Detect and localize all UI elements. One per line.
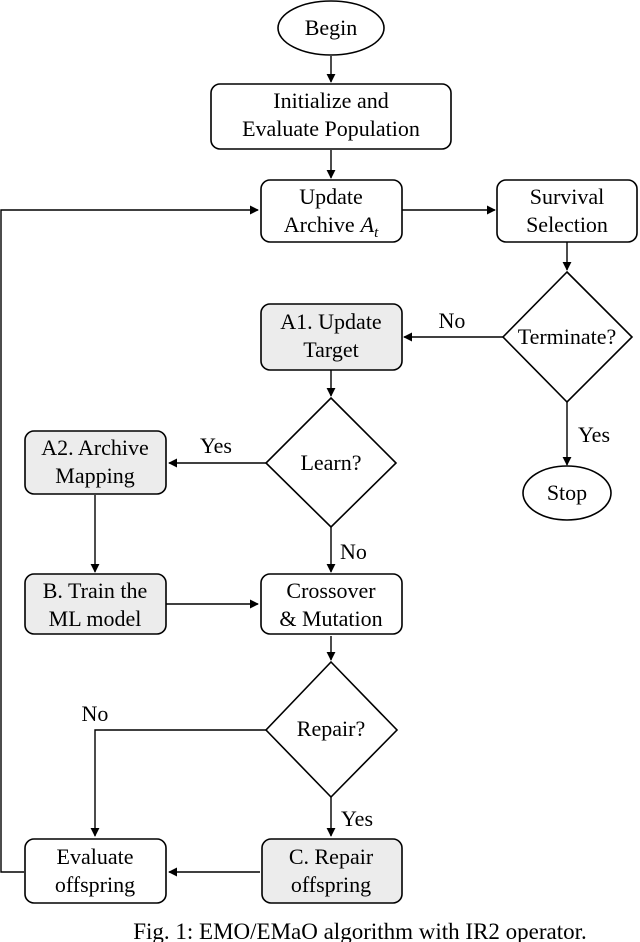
a1-label-line1: A1. Update [280, 309, 381, 334]
repair-decision: Repair? [264, 660, 399, 799]
begin-node: Begin [277, 0, 385, 56]
terminate-label: Terminate? [518, 324, 617, 349]
a1-update-target-node: A1. Update Target [260, 303, 403, 371]
repair-label-line1: C. Repair [289, 844, 374, 869]
edges [0, 56, 572, 877]
terminate-decision: Terminate? [501, 270, 634, 404]
survival-label-line1: Survival [530, 184, 605, 209]
initialize-label-line2: Evaluate Population [242, 116, 420, 141]
edge-labels: No Yes Yes No No Yes [82, 308, 610, 831]
terminate-no-label: No [439, 308, 466, 333]
stop-node: Stop [522, 465, 612, 521]
edge-repair-no-to-evaluate [90, 729, 266, 837]
update-archive-word: Archive [284, 212, 355, 237]
evaluate-label-line1: Evaluate [57, 844, 134, 869]
crossover-label-line2: & Mutation [279, 606, 382, 631]
survival-selection-node: Survival Selection [496, 179, 638, 243]
repair-no-label: No [82, 701, 109, 726]
learn-decision: Learn? [264, 396, 398, 529]
a2-label-line1: A2. Archive [41, 435, 149, 460]
a2-archive-mapping-node: A2. Archive Mapping [24, 430, 167, 495]
a1-label-line2: Target [303, 337, 358, 362]
train-label-line2: ML model [49, 606, 142, 631]
b-train-model-node: B. Train the ML model [24, 573, 167, 635]
survival-label-line2: Selection [526, 212, 608, 237]
update-archive-label-line1: Update [299, 184, 363, 209]
archive-subscript: t [374, 225, 379, 241]
crossover-mutation-node: Crossover & Mutation [260, 573, 403, 635]
a2-label-line2: Mapping [55, 463, 134, 488]
stop-label: Stop [547, 480, 587, 505]
evaluate-offspring-node: Evaluate offspring [24, 838, 167, 904]
archive-symbol: A [359, 212, 375, 237]
repair-label-line2: offspring [291, 872, 371, 897]
evaluate-label-line2: offspring [55, 872, 135, 897]
learn-no-label: No [340, 539, 367, 564]
initialize-label-line1: Initialize and [273, 88, 388, 113]
learn-label: Learn? [300, 450, 361, 475]
figure-caption: Fig. 1: EMO/EMaO algorithm with IR2 oper… [133, 919, 587, 942]
crossover-label-line1: Crossover [286, 578, 376, 603]
nodes: Begin Initialize and Evaluate Population… [24, 0, 638, 904]
begin-label: Begin [305, 15, 358, 40]
train-label-line1: B. Train the [43, 578, 148, 603]
edge-evaluate-loop-to-update-archive [0, 205, 259, 873]
c-repair-offspring-node: C. Repair offspring [261, 838, 403, 904]
terminate-yes-label: Yes [578, 422, 610, 447]
repair-yes-label: Yes [341, 806, 373, 831]
initialize-node: Initialize and Evaluate Population [210, 83, 452, 150]
learn-yes-label: Yes [200, 433, 232, 458]
repair-decision-label: Repair? [297, 716, 365, 741]
